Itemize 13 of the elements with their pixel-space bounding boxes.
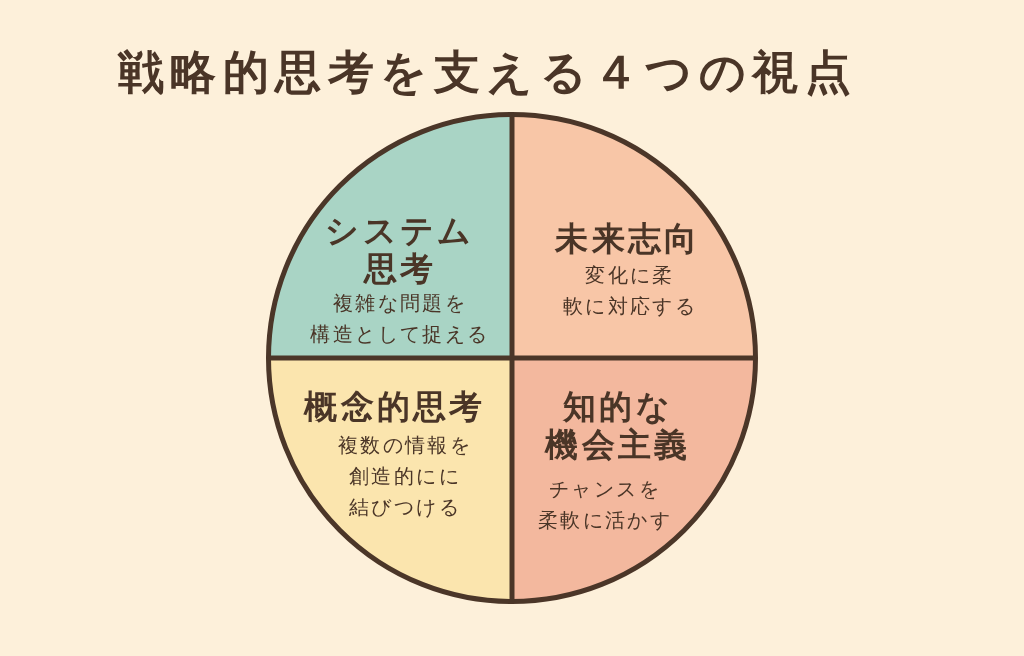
quadrant-segment (266, 112, 512, 358)
segment-heading: 知的な機会主義 (545, 387, 691, 464)
segment-heading: システム思考 (325, 211, 475, 288)
segment-description: 複数の情報を創造的にに結びつける (337, 433, 473, 519)
diagram-title: 戦略的思考を支える４つの視点 (118, 44, 858, 101)
segment-heading: 未来志向 (555, 219, 701, 258)
segment-description: チャンスを柔軟に活かす (537, 477, 673, 532)
quadrant-segment (512, 358, 758, 604)
segment-description: 複雑な問題を構造として捉える (310, 291, 490, 346)
segment-description: 変化に柔軟に対応する (562, 263, 698, 318)
quadrant-segment (266, 358, 512, 604)
quadrant-segment (512, 112, 758, 358)
segment-heading: 概念的思考 (304, 387, 486, 426)
